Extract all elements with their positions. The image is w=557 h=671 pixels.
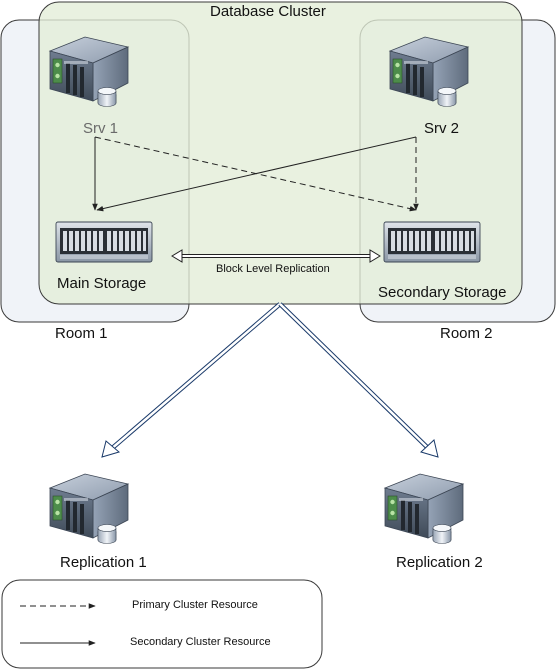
- room-1-label: Room 1: [55, 325, 108, 342]
- block-replication-arrow: [171, 249, 381, 263]
- cluster-title: Database Cluster: [210, 3, 326, 20]
- srv1-label: Srv 1: [83, 120, 119, 137]
- replication-2-arrow: [278, 302, 439, 458]
- legend-primary-label: Primary Cluster Resource: [132, 599, 258, 611]
- main-storage-icon: [55, 221, 153, 263]
- replication-1-arrow: [101, 302, 282, 458]
- replication-2-label: Replication 2: [396, 554, 483, 571]
- server-replication1-icon: [49, 473, 129, 544]
- secondary-storage-label: Secondary Storage: [378, 284, 507, 301]
- srv2-label: Srv 2: [424, 120, 460, 137]
- srv2-to-main-storage-connector: [96, 136, 417, 212]
- main-storage-label: Main Storage: [57, 275, 147, 292]
- legend-secondary-label: Secondary Cluster Resource: [130, 636, 271, 648]
- replication-1-label: Replication 1: [60, 554, 147, 571]
- room-2-label: Room 2: [440, 325, 493, 342]
- legend-box: [1, 579, 323, 669]
- block-replication-label: Block Level Replication: [216, 263, 330, 275]
- server-replication2-icon: [384, 473, 464, 544]
- secondary-storage-icon: [383, 221, 481, 263]
